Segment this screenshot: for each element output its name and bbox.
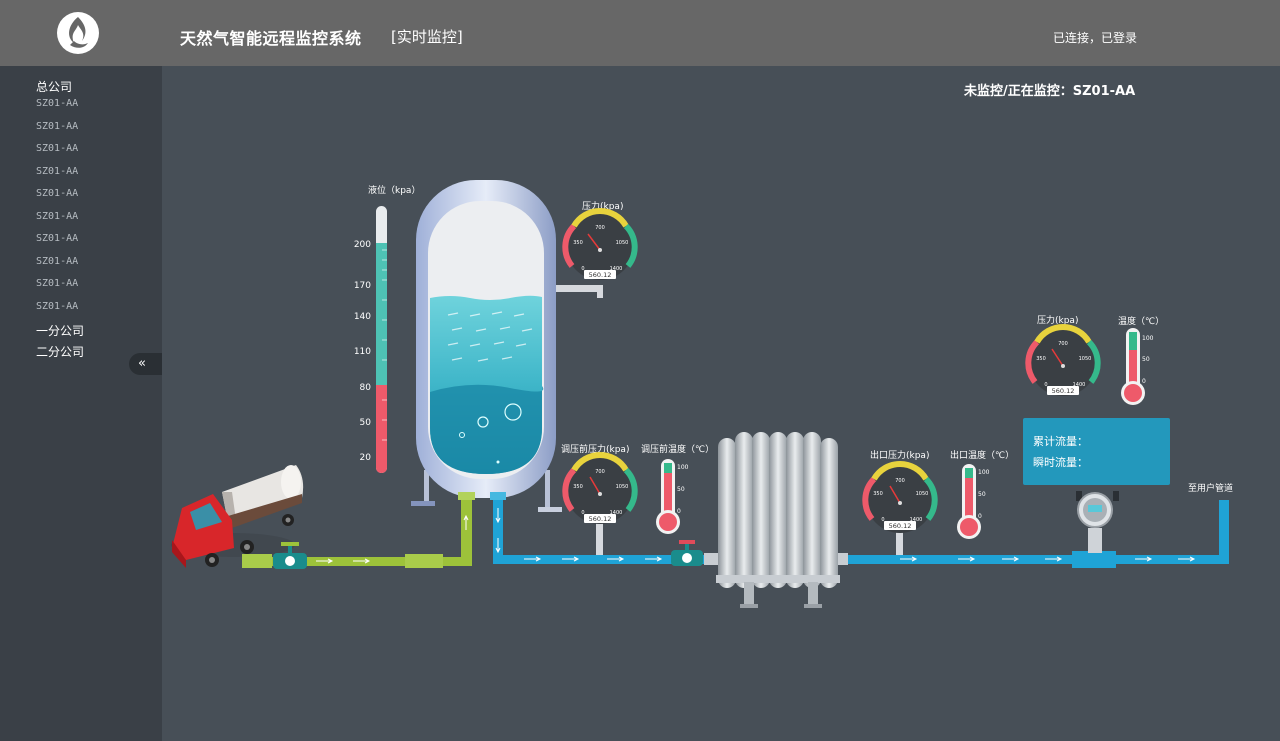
pre-temp-scale: 100	[677, 464, 689, 471]
total-flow-label: 累计流量：	[1033, 434, 1088, 448]
level-tick: 140	[354, 312, 371, 322]
connection-status: 已连接，已登录	[1053, 31, 1138, 45]
out-pressure-scale: 350	[873, 491, 883, 497]
sidebar-site[interactable]: SZ01-AA	[36, 233, 79, 244]
meter-pressure-scale: 700	[1058, 341, 1068, 347]
sidebar-site[interactable]: SZ01-AA	[36, 188, 79, 199]
sidebar-site[interactable]: SZ01-AA	[36, 301, 79, 312]
out-pressure-scale: 0	[881, 517, 884, 523]
tank-pressure-scale: 700	[595, 225, 605, 231]
sidebar-item-company[interactable]: 总公司	[36, 80, 73, 94]
regulator-valve-icon[interactable]	[671, 540, 703, 566]
level-tick: 50	[360, 418, 372, 428]
tank-pressure-scale: 1050	[616, 240, 629, 246]
out-pressure-scale: 700	[895, 478, 905, 484]
meter-temp-scale: 0	[1142, 378, 1146, 385]
vaporizer-icon	[704, 432, 848, 608]
out-pressure-label: 出口压力(kpa)	[870, 449, 929, 461]
meter-temp-scale: 100	[1142, 335, 1154, 342]
tank-pressure-reading: 560.12	[589, 271, 612, 279]
tank-pressure-scale: 0	[581, 266, 584, 272]
sidebar	[0, 66, 162, 741]
flame-logo-icon	[57, 12, 99, 54]
inlet-valve-icon[interactable]	[273, 542, 307, 569]
storage-tank	[411, 180, 603, 512]
collapse-sidebar-button[interactable]: «	[129, 353, 162, 375]
meter-pressure-scale: 1050	[1079, 356, 1092, 362]
pre-pressure-scale: 1050	[616, 484, 629, 490]
meter-thermometer-icon	[1121, 328, 1145, 405]
pre-pressure-gauge	[562, 451, 638, 555]
sidebar-site[interactable]: SZ01-AA	[36, 121, 79, 132]
sidebar-site[interactable]: SZ01-AA	[36, 256, 79, 267]
flow-meter-icon	[1076, 491, 1119, 553]
sidebar-site[interactable]: SZ01-AA	[36, 98, 79, 109]
meter-pressure-scale: 0	[1044, 382, 1047, 388]
pre-pressure-scale: 350	[573, 484, 583, 490]
out-temp-scale: 50	[978, 491, 986, 498]
top-header: 天然气智能远程监控系统 [实时监控] 已连接，已登录	[0, 0, 1280, 66]
pre-pressure-reading: 560.12	[589, 515, 612, 523]
tank-pressure-scale: 1400	[610, 266, 623, 272]
out-temp-scale: 100	[978, 469, 990, 476]
tank-pressure-scale: 350	[573, 240, 583, 246]
level-tick: 20	[360, 453, 372, 463]
out-thermometer-icon	[957, 464, 981, 539]
meter-pressure-scale: 350	[1036, 356, 1046, 362]
meter-pressure-reading: 560.12	[1052, 387, 1075, 395]
sidebar-site[interactable]: SZ01-AA	[36, 278, 79, 289]
pre-temp-scale: 50	[677, 486, 685, 493]
pre-temp-scale: 0	[677, 508, 681, 515]
out-temp-scale: 0	[978, 513, 982, 520]
out-pressure-scale: 1400	[910, 517, 923, 523]
instant-flow-label: 瞬时流量：	[1033, 455, 1088, 469]
out-pressure-scale: 1050	[916, 491, 929, 497]
inlet-pipe	[242, 492, 475, 568]
page-mode: [实时监控]	[391, 28, 463, 46]
process-pipe	[490, 492, 1229, 568]
sidebar-site[interactable]: SZ01-AA	[36, 166, 79, 177]
meter-pressure-label: 压力(kpa)	[1037, 314, 1078, 326]
level-tick: 170	[354, 281, 371, 291]
pre-temp-label: 调压前温度（℃）	[641, 443, 714, 455]
destination-label: 至用户管道	[1188, 482, 1233, 494]
out-pressure-reading: 560.12	[889, 522, 912, 530]
monitor-status: 未监控/正在监控：SZ01-AA	[964, 84, 1136, 99]
tank-pressure-gauge	[562, 207, 638, 280]
sidebar-item-branch-1[interactable]: 一分公司	[36, 324, 85, 338]
level-gauge-label: 液位（kpa）	[368, 184, 420, 196]
sidebar-item-branch-2[interactable]: 二分公司	[36, 345, 85, 359]
pre-pressure-scale: 1400	[610, 510, 623, 516]
out-pressure-gauge	[862, 460, 938, 555]
out-temp-label: 出口温度（℃）	[950, 449, 1014, 461]
level-tick: 200	[354, 240, 371, 250]
level-tick: 80	[360, 383, 372, 393]
flow-panel: 累计流量： 瞬时流量：	[1023, 418, 1170, 485]
app-title: 天然气智能远程监控系统	[180, 29, 362, 48]
meter-temp-label: 温度（℃）	[1118, 315, 1164, 327]
pre-pressure-scale: 700	[595, 469, 605, 475]
pre-pressure-scale: 0	[581, 510, 584, 516]
pre-pressure-label: 调压前压力(kpa)	[561, 443, 629, 455]
meter-temp-scale: 50	[1142, 356, 1150, 363]
sidebar-site[interactable]: SZ01-AA	[36, 143, 79, 154]
level-tick: 110	[354, 347, 371, 357]
pre-thermometer-icon	[656, 459, 680, 534]
meter-pressure-scale: 1400	[1073, 382, 1086, 388]
sidebar-site[interactable]: SZ01-AA	[36, 211, 79, 222]
level-gauge	[376, 206, 387, 473]
tanker-truck-icon	[171, 465, 304, 568]
meter-pressure-gauge	[1025, 323, 1101, 396]
